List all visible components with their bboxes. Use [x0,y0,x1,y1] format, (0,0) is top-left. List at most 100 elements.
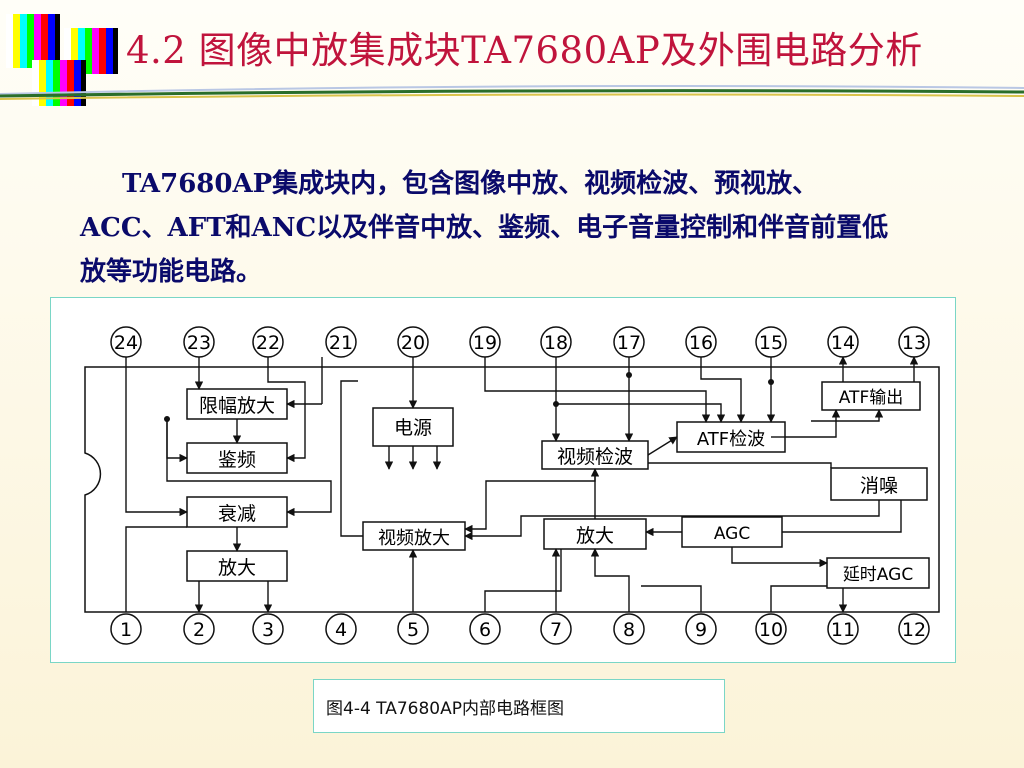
pin-circle [325,613,357,645]
pin-10: 10 [755,613,787,645]
signal-lines [125,356,919,613]
block-label: ATF输出 [839,388,903,408]
block-label: AGC [714,524,750,544]
block-label: 视频检波 [557,446,633,468]
pin-number: 19 [473,332,497,354]
pin-number: 10 [759,619,783,641]
block-attenuator: 衰减 [186,496,288,528]
intro-paragraph: TA7680AP集成块内，包含图像中放、视频检波、预视放、ACC、AFT和ANC… [80,162,900,294]
pin-circle [755,613,787,645]
pin-number: 14 [831,332,855,354]
pin-18: 18 [540,326,572,358]
pin-24: 24 [110,326,142,358]
ic-outline [84,366,940,613]
block-atf-output: ATF输出 [821,381,921,411]
pin-number: 8 [623,619,635,641]
color-bars-mid [64,28,118,74]
pin-number: 7 [550,619,562,641]
block-label: 放大 [218,557,256,579]
pin-16: 16 [685,326,717,358]
pin-number: 16 [689,332,713,354]
pin-17: 17 [613,326,645,358]
pin-number: 5 [407,619,419,641]
pin-number: 2 [193,619,205,641]
pin-number: 11 [831,619,855,641]
color-bars-back [6,14,60,68]
pin-6: 6 [469,613,501,645]
junction-dots [164,372,774,422]
pin-number: 18 [544,332,568,354]
color-bars-front [32,60,86,106]
block-label: 放大 [576,525,614,547]
pin-circle [469,613,501,645]
top-pins: 24 23 22 21 20 19 18 17 16 15 14 13 [110,326,930,358]
pin-5: 5 [397,613,429,645]
pin-4: 4 [325,613,357,645]
pin-20: 20 [397,326,429,358]
block-agc: AGC [681,516,783,548]
block-label: 鉴频 [218,449,256,471]
block-video-detector: 视频检波 [541,440,649,470]
pin-number: 1 [120,619,132,641]
pin-7: 7 [540,613,572,645]
pin-number: 4 [335,619,347,641]
pin-circle [325,326,357,358]
block-label: 电源 [394,417,432,439]
pin-number: 6 [479,619,491,641]
pin-circle [110,613,142,645]
pin-number: 3 [262,619,274,641]
pin-21: 21 [325,326,357,358]
pin-8: 8 [613,613,645,645]
slide-title: 4.2 图像中放集成块TA7680AP及外围电路分析 [126,29,923,72]
block-discriminator: 鉴频 [186,442,288,474]
pin-14: 14 [827,326,859,358]
block-label: 视频放大 [378,528,450,549]
pin-11: 11 [827,613,859,645]
block-label: 延时AGC [843,565,913,585]
figure-caption: 图4-4 TA7680AP内部电路框图 [313,679,725,733]
block-atf-detector: ATF检波 [676,421,786,453]
block-label: 消噪 [860,475,898,497]
pin-circle [685,613,717,645]
title-divider [0,85,1024,100]
pin-number: 22 [256,332,280,354]
pin-circle [613,613,645,645]
pin-19: 19 [469,326,501,358]
block-label: 限幅放大 [199,395,275,417]
pin-1: 1 [110,613,142,645]
intro-text: TA7680AP集成块内，包含图像中放、视频检波、预视放、ACC、AFT和ANC… [80,169,889,287]
pin-3: 3 [252,613,284,645]
pin-circle [898,613,930,645]
pin-number: 13 [902,332,926,354]
block-noise-canceller: 消噪 [830,467,928,501]
pin-circle [827,613,859,645]
pin-number: 15 [759,332,783,354]
pin-12: 12 [898,613,930,645]
block-video-amp: 视频放大 [362,521,466,551]
pin-13: 13 [898,326,930,358]
pin-circle [183,613,215,645]
block-label: 衰减 [218,503,256,525]
block-label: ATF检波 [697,429,765,450]
pin-circle [540,613,572,645]
pin-number: 21 [329,332,353,354]
pin-9: 9 [685,613,717,645]
color-bars-logo [6,14,118,106]
pin-15: 15 [755,326,787,358]
pin-circle [397,613,429,645]
block-audio-amp: 放大 [186,550,288,582]
pin-2: 2 [183,613,215,645]
block-delayed-agc: 延时AGC [826,557,930,589]
pin-number: 23 [187,332,211,354]
pin-number: 17 [617,332,641,354]
block-if-amp: 放大 [543,518,647,550]
pin-22: 22 [252,326,284,358]
pin-23: 23 [183,326,215,358]
pin-number: 24 [114,332,138,354]
block-power-supply: 电源 [372,407,454,447]
pin-number: 20 [401,332,425,354]
pin-number: 9 [695,619,707,641]
